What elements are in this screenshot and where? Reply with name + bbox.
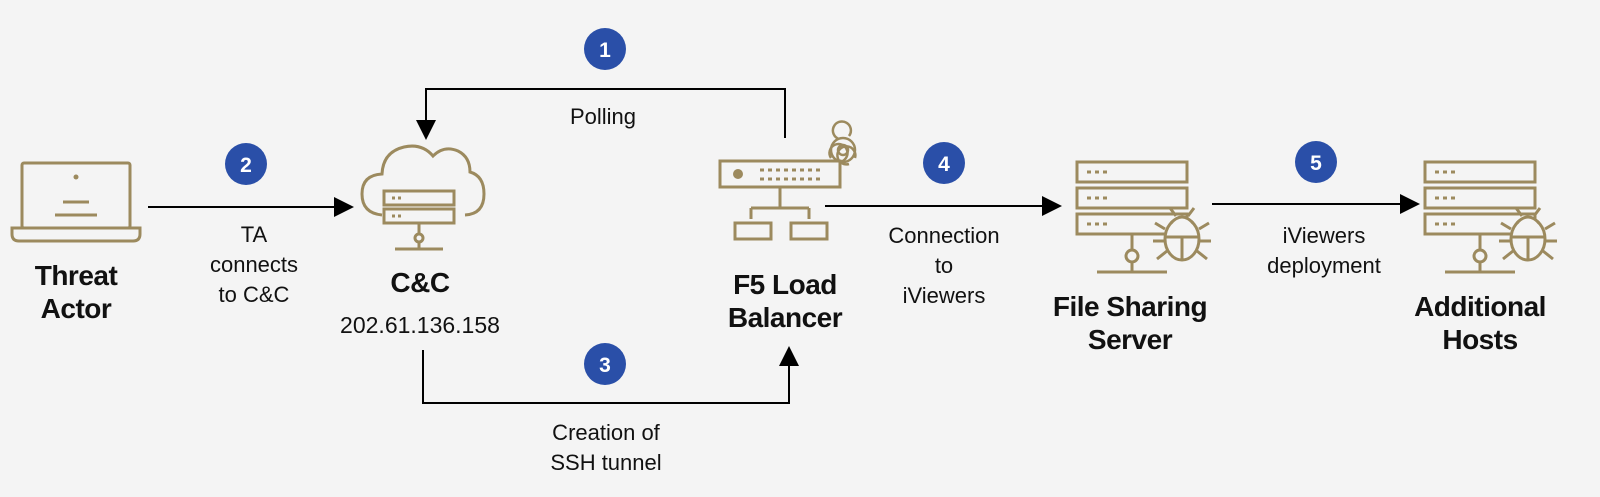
- step-5-label: iViewers deployment: [1267, 223, 1381, 278]
- step-1-label: Polling: [569, 104, 637, 129]
- cnc-title: C&C: [390, 267, 450, 298]
- file-server-icon: [1075, 160, 1213, 274]
- svg-text:4: 4: [938, 153, 950, 176]
- step-badge-4: 4: [923, 142, 965, 184]
- step-badge-1: 1: [584, 28, 626, 70]
- cloud-server-icon: [360, 144, 486, 251]
- step-2-label: TA connects to C&C: [209, 222, 299, 307]
- additional-hosts-title: Additional Hosts: [1414, 291, 1546, 355]
- ssh-tunnel-connector: [422, 346, 799, 404]
- step-3-label: Creation of SSH tunnel: [550, 420, 662, 475]
- step-4-label: Connection to iViewers: [888, 223, 1000, 308]
- svg-text:3: 3: [599, 354, 611, 377]
- svg-text:1: 1: [599, 39, 611, 62]
- polling-connector: [416, 88, 786, 140]
- svg-text:2: 2: [240, 154, 252, 177]
- step-badge-5: 5: [1295, 141, 1337, 183]
- cnc-ip: 202.61.136.158: [340, 312, 500, 338]
- additional-hosts-icon: [1423, 160, 1559, 274]
- f5-title: F5 Load Balancer: [727, 269, 843, 333]
- step-badge-3: 3: [584, 343, 626, 385]
- load-balancer-biohazard-icon: [718, 120, 857, 241]
- file-server-title: File Sharing Server: [1052, 291, 1208, 355]
- laptop-icon: [10, 161, 142, 243]
- svg-text:5: 5: [1310, 152, 1322, 175]
- step-badge-2: 2: [225, 143, 267, 185]
- threat-actor-title: Threat Actor: [34, 260, 118, 324]
